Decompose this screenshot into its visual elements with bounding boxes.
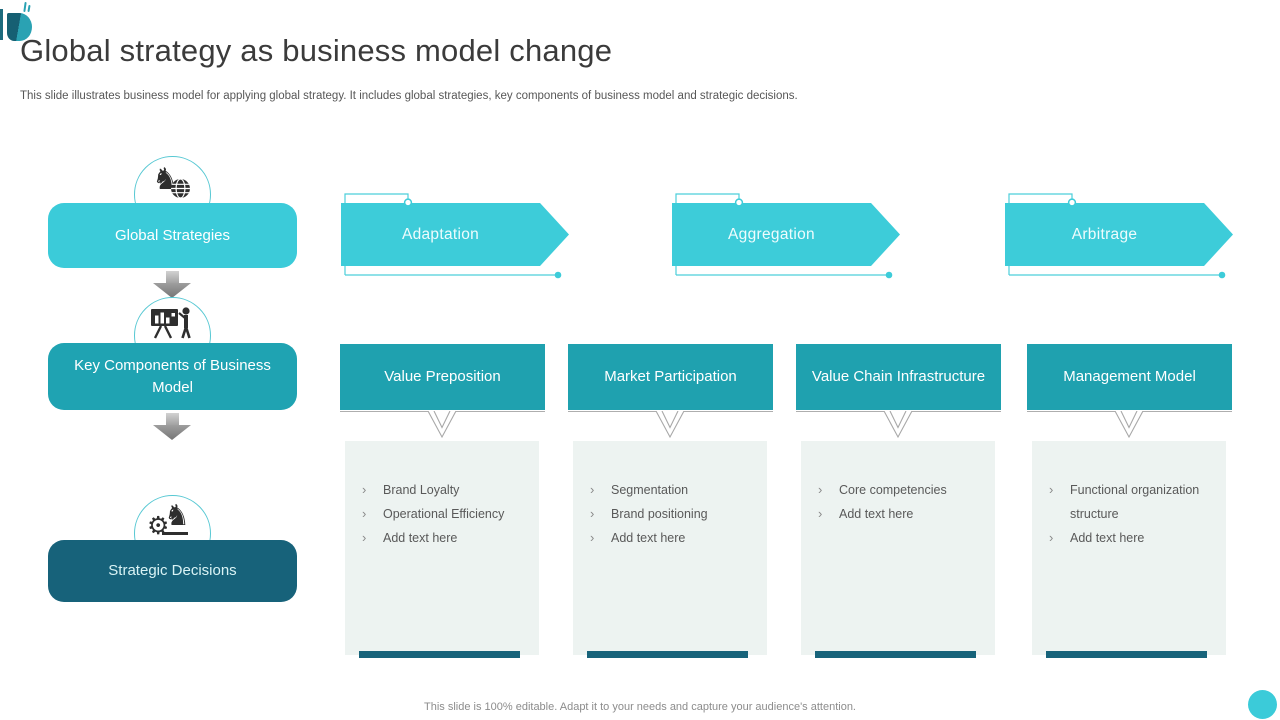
- bullet-marker: ›: [818, 506, 823, 521]
- flow-box-key-components: Key Components of Business Model: [48, 343, 297, 410]
- bracket-dots: [1067, 198, 1226, 279]
- list-item-text: Add text here: [383, 531, 458, 545]
- bullet-marker: ›: [590, 506, 595, 521]
- list-item: › Segmentation: [590, 478, 759, 502]
- bullet-marker: ›: [590, 482, 595, 497]
- bracket-dots: [403, 198, 562, 279]
- corner-dot-decoration: [1248, 690, 1277, 719]
- page-subtitle: This slide illustrates business model fo…: [20, 90, 798, 102]
- list-item-text: Segmentation: [611, 483, 689, 497]
- bracket-dots: [734, 198, 893, 279]
- bullet-list: › Brand Loyalty › Operational Efficiency ›…: [345, 441, 539, 550]
- bullet-marker: ›: [362, 482, 367, 497]
- brand-leaf-icon: [27, 4, 31, 13]
- chess-knight-icon: ♞: [164, 498, 190, 532]
- slide-edge-accent: [0, 9, 3, 40]
- list-item: › Functional organization structure: [1049, 478, 1218, 526]
- component-header-management-model: Management Model: [1027, 344, 1232, 410]
- panel-accent-bar: [815, 651, 976, 658]
- list-item-text: Add text here: [839, 507, 914, 521]
- bullet-marker: ›: [590, 530, 595, 545]
- component-panel: › Core competencies › Add text here: [801, 441, 995, 658]
- list-item: › Add text here: [818, 502, 987, 526]
- component-header-value-chain-infrastructure: Value Chain Infrastructure: [796, 344, 1001, 410]
- flow-box-global-strategies: Global Strategies: [48, 203, 297, 268]
- component-header-value-preposition: Value Preposition: [340, 344, 545, 410]
- page-title: Global strategy as business model change: [20, 33, 613, 68]
- panel-accent-bar: [587, 651, 748, 658]
- chevron-down-icon: [655, 411, 685, 439]
- panel-accent-bar: [359, 651, 520, 658]
- arrow-banner: Adaptation: [341, 203, 569, 266]
- brand-leaf-icon: [7, 13, 32, 41]
- component-header-market-participation: Market Participation: [568, 344, 773, 410]
- chevron-down-icon: [1114, 411, 1144, 439]
- list-item: › Brand Loyalty: [362, 478, 531, 502]
- brand-leaf-icon: [23, 1, 27, 13]
- bullet-list: › Functional organization structure › Add …: [1032, 441, 1226, 550]
- strategy-arrow-adaptation: Adaptation: [341, 190, 581, 284]
- list-item-text: Operational Efficiency: [383, 507, 505, 521]
- down-arrow-icon: [153, 271, 191, 298]
- strategy-arrow-arbitrage: Arbitrage: [1005, 190, 1245, 284]
- arrow-banner: Aggregation: [672, 203, 900, 266]
- flow-box-strategic-decisions: Strategic Decisions: [48, 540, 297, 602]
- component-panel: › Segmentation › Brand positioning › Add te…: [573, 441, 767, 658]
- list-item-text: Core competencies: [839, 483, 947, 497]
- bullet-marker: ›: [362, 506, 367, 521]
- list-item: › Add text here: [1049, 526, 1218, 550]
- list-item: › Add text here: [590, 526, 759, 550]
- chevron-down-icon: [883, 411, 913, 439]
- bullet-list: › Core competencies › Add text here: [801, 441, 995, 526]
- list-item-text: Add text here: [611, 531, 686, 545]
- arrow-banner: Arbitrage: [1005, 203, 1233, 266]
- list-item-text: Brand positioning: [611, 507, 708, 521]
- bullet-marker: ›: [1049, 530, 1054, 545]
- list-item: › Operational Efficiency: [362, 502, 531, 526]
- list-item-text: Add text here: [1070, 531, 1145, 545]
- list-item: › Add text here: [362, 526, 531, 550]
- down-arrow-icon: [153, 413, 191, 440]
- list-item-text: Brand Loyalty: [383, 483, 460, 497]
- bullet-list: › Segmentation › Brand positioning › Add te…: [573, 441, 767, 550]
- footer-note: This slide is 100% editable. Adapt it to…: [424, 701, 856, 713]
- chess-knight-gear-icon: ⚙: [147, 511, 170, 540]
- bullet-marker: ›: [362, 530, 367, 545]
- component-panel: › Brand Loyalty › Operational Efficiency ›…: [345, 441, 539, 658]
- bullet-marker: ›: [818, 482, 823, 497]
- list-item: › Core competencies: [818, 478, 987, 502]
- strategy-arrow-aggregation: Aggregation: [672, 190, 912, 284]
- panel-accent-bar: [1046, 651, 1207, 658]
- component-panel: › Functional organization structure › Add …: [1032, 441, 1226, 658]
- list-item-text: Functional organization structure: [1070, 483, 1200, 521]
- presentation-board-person-icon: [151, 307, 191, 339]
- chevron-down-icon: [427, 411, 457, 439]
- bullet-marker: ›: [1049, 482, 1054, 497]
- globe-icon: [171, 178, 190, 199]
- icon-base-line: [162, 532, 188, 535]
- list-item: › Brand positioning: [590, 502, 759, 526]
